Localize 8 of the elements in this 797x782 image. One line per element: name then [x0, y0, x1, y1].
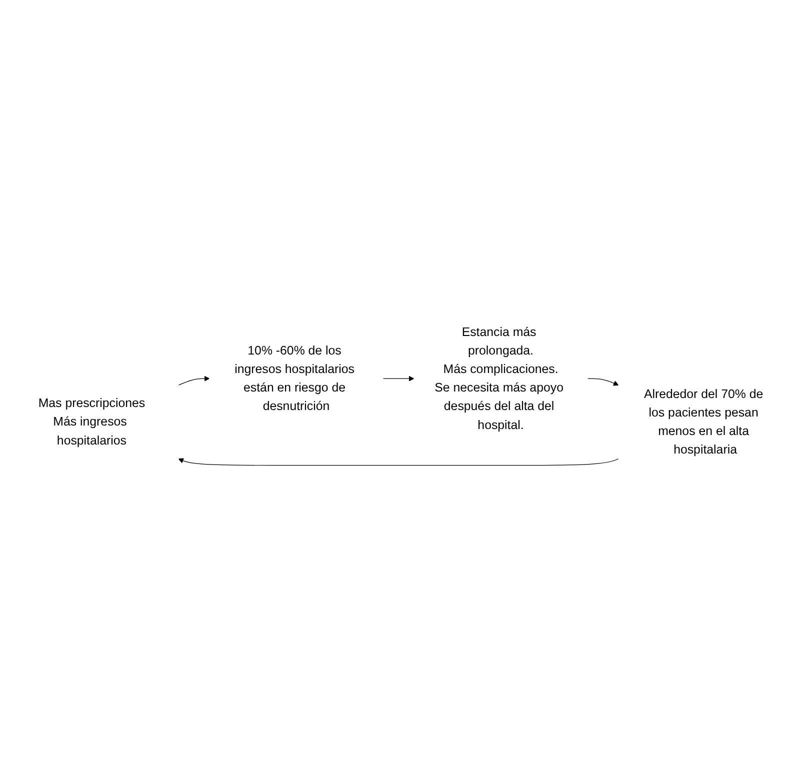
- node-text: Alrededor del 70% de los pacientes pesan menos en el alta hospitalaria: [644, 387, 764, 457]
- node-text: Mas prescripciones Más ingresos hospitalarios: [38, 396, 146, 448]
- arrow: [178, 376, 210, 386]
- node-text: Estancia más prolongada. Más complicaciones. Se necesita más apoyo después del alta del hospital.: [434, 325, 564, 432]
- node-text: 10% -60% de los ingresos hospitalarios están en riesgo de desnutrición: [234, 344, 354, 414]
- arrow: [178, 458, 619, 466]
- arrow: [382, 376, 414, 382]
- arrow: [587, 378, 619, 386]
